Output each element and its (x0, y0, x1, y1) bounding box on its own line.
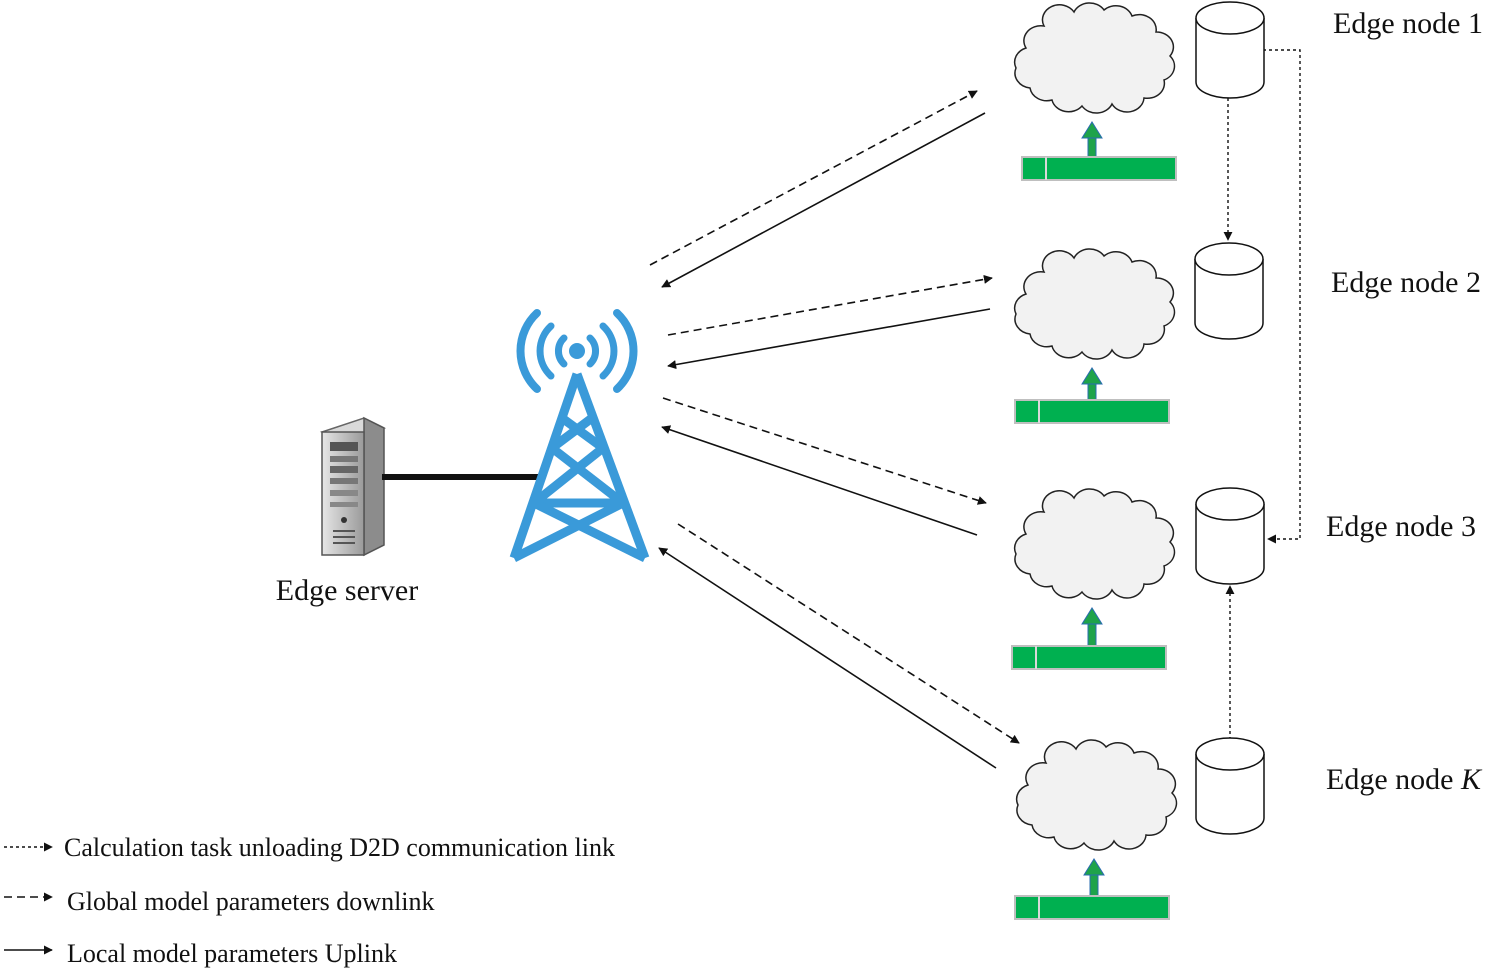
upload-arrow-icon (1087, 381, 1097, 401)
d2d-links (1223, 49, 1301, 740)
uplink-arrow-node-1 (661, 112, 986, 288)
downlink-arrow-node-1 (649, 90, 978, 266)
edge-node-index: K (1460, 763, 1483, 796)
uplink-arrow-node-k (658, 547, 997, 769)
edge-node-label-k: Edge node K (1326, 763, 1483, 796)
edge-node-label-2: Edge node 2 (1331, 266, 1481, 299)
device-bar (1021, 156, 1177, 181)
upload-arrow-icon (1089, 872, 1099, 897)
upload-arrowhead-icon (1081, 367, 1103, 385)
upload-arrowhead-icon (1083, 858, 1105, 876)
downlink-arrow-node-k (677, 523, 1020, 744)
device-bar (1014, 399, 1170, 424)
base-station-tower-icon (509, 309, 650, 563)
edge-node-label-3: Edge node 3 (1326, 510, 1476, 543)
database-icon (1194, 242, 1264, 340)
upload-arrowhead-icon (1081, 121, 1103, 139)
device-bar (1014, 895, 1170, 920)
upload-arrow-icon (1087, 135, 1097, 158)
legend-label-uplink: Local model parameters Uplink (67, 939, 397, 968)
edge-node-label-1: Edge node 1 (1333, 7, 1483, 40)
downlink-arrow-node-3 (662, 397, 987, 505)
edge-node-2: Edge node 2 (1013, 242, 1481, 424)
edge-node-1: Edge node 1 (1013, 1, 1483, 181)
d2d-link-node-1-to-3 (1263, 49, 1301, 544)
cloud-icon (1015, 739, 1178, 851)
edge-node-k: Edge node K (1014, 737, 1483, 920)
edge-server-label: Edge server (276, 574, 418, 607)
link-lines (649, 90, 1020, 769)
uplink-arrow-node-2 (667, 308, 991, 370)
edge-server-icon (319, 416, 387, 557)
database-icon (1195, 487, 1265, 585)
cloud-icon (1013, 488, 1176, 600)
upload-arrow-icon (1087, 621, 1097, 647)
edge-nodes: Edge node 1 Edge node 2 Edge node 3 Edge no… (1011, 1, 1483, 920)
device-bar (1011, 645, 1167, 670)
uplink-arrow-node-3 (661, 425, 978, 536)
legend: Calculation task unloading D2D communica… (4, 833, 615, 968)
upload-arrowhead-icon (1081, 607, 1103, 625)
database-icon (1195, 737, 1265, 835)
legend-label-d2d: Calculation task unloading D2D communica… (64, 833, 615, 862)
edge-node-3: Edge node 3 (1011, 487, 1476, 670)
database-icon (1195, 1, 1265, 99)
downlink-arrow-node-2 (667, 274, 993, 336)
cloud-icon (1013, 248, 1176, 360)
cloud-icon (1013, 2, 1176, 114)
legend-label-downlink: Global model parameters downlink (67, 887, 435, 916)
